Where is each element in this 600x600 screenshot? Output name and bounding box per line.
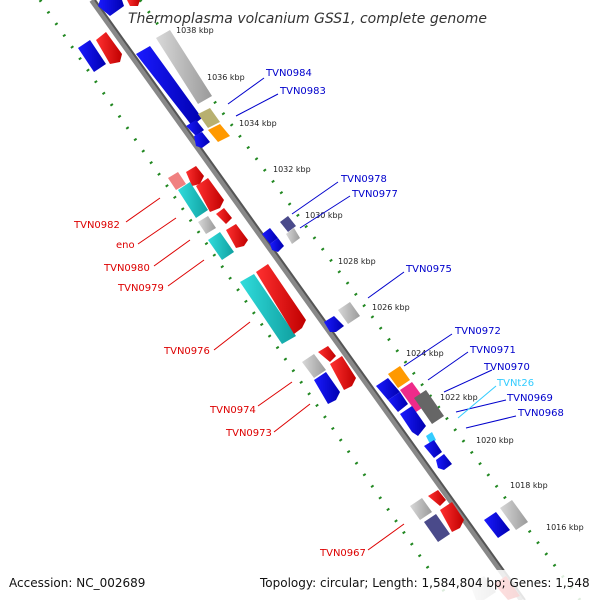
gene-gray-eno [198,216,216,234]
gene-blue-1022-c [400,406,426,436]
tick-1036-kbp: 1036 kbp [207,73,245,82]
genome-backbone-shade [94,0,526,600]
label-eno: eno [116,240,135,251]
gene-TVN0975-gray [338,302,360,324]
gene-red-1032-b [196,178,224,212]
tick-1028-kbp: 1028 kbp [338,257,376,266]
label-TVNt26: TVNt26 [496,378,534,389]
gene-TVN0978 [280,216,296,232]
tick-1034-kbp: 1034 kbp [239,119,277,128]
trna-leader-line [457,385,497,419]
label-TVN0968: TVN0968 [517,408,564,419]
gene-TVN0977 [286,228,300,244]
tick-1016-kbp: 1016 kbp [546,523,584,532]
map-title: Thermoplasma volcanium GSS1, complete ge… [128,11,487,27]
gene-TVN0974-gray [302,354,326,378]
label-TVN0978: TVN0978 [340,174,387,185]
gene-TVN0976 [240,274,296,344]
red-leader-lines [125,197,405,551]
label-TVN0982: TVN0982 [73,220,120,231]
tick-1022-kbp: 1022 kbp [440,393,478,402]
tick-1030-kbp: 1030 kbp [305,211,343,220]
gene-blue-small-2 [194,132,210,148]
gene-orange-1 [208,124,230,142]
tick-1032-kbp: 1032 kbp [273,165,311,174]
label-TVN0980: TVN0980 [103,263,150,274]
gene-blue-1030-b [270,238,284,252]
gene-red-1026 [256,264,306,334]
label-TVN0977: TVN0977 [351,189,398,200]
genome-summary-text: Topology: circular; Length: 1,584,804 bp… [259,576,590,590]
label-TVN0983: TVN0983 [279,86,326,97]
gene-TVN0979 [208,232,234,260]
gene-blue-1030-a [262,228,278,244]
gene-blue-1022-b [388,392,408,412]
label-TVN0971: TVN0971 [469,345,516,356]
tick-1020-kbp: 1020 kbp [476,436,514,445]
gene-TVN0969 [376,378,400,400]
gene-block-top-blue [98,0,124,16]
label-TVN0984: TVN0984 [265,68,312,79]
label-TVN0976: TVN0976 [163,346,210,357]
tick-1024-kbp: 1024 kbp [406,349,444,358]
gene-TVN0982 [168,172,186,190]
gene-red-1018-b [440,502,464,532]
gene-block-top-red [127,0,140,6]
gene-red-1032-a [186,166,204,186]
gene-TVN0972 [388,366,410,388]
tick-1038-kbp: 1038 kbp [176,26,214,35]
gene-TVN0970 [414,390,444,424]
gene-blue-1016 [484,512,510,538]
tick-1026-kbp: 1026 kbp [372,303,410,312]
gene-TVN0973 [314,372,340,404]
gene-TVN0980 [226,224,248,248]
footer-background [0,570,600,600]
gene-blue-left-top [78,40,106,72]
gene-olive [198,108,220,128]
gene-TVN0984 [136,46,202,126]
gene-red-1030-a [216,208,232,224]
label-TVN0969: TVN0969 [506,393,553,404]
label-TVN0972: TVN0972 [454,326,501,337]
gene-TVN0975 [324,316,344,332]
gene-TVN0968 [424,440,442,458]
genome-backbone [89,0,525,600]
label-TVN0967: TVN0967 [319,548,366,559]
gene-red-1024-a [318,346,336,362]
gene-gray-long-1 [156,30,212,104]
gene-cyan-eno [178,182,208,218]
tick-1018-kbp: 1018 kbp [510,481,548,490]
inner-tick-ring [38,0,452,600]
gene-TVN0967 [424,514,450,542]
blue-leader-lines [227,77,517,429]
gene-gray-1016 [500,500,528,530]
label-TVN0975: TVN0975 [405,264,452,275]
gene-red-left-top [96,32,122,64]
accession-text: Accession: NC_002689 [9,576,145,590]
gene-TVN0967-gray [410,498,432,520]
gene-red-1024-b [330,356,356,390]
gene-TVN0983 [186,120,204,136]
gene-red-1018-a [428,490,446,506]
label-TVN0973: TVN0973 [225,428,272,439]
gene-blue-1020-b [436,454,452,470]
label-TVN0970: TVN0970 [483,362,530,373]
label-TVN0979: TVN0979 [117,283,164,294]
label-TVN0974: TVN0974 [209,405,256,416]
